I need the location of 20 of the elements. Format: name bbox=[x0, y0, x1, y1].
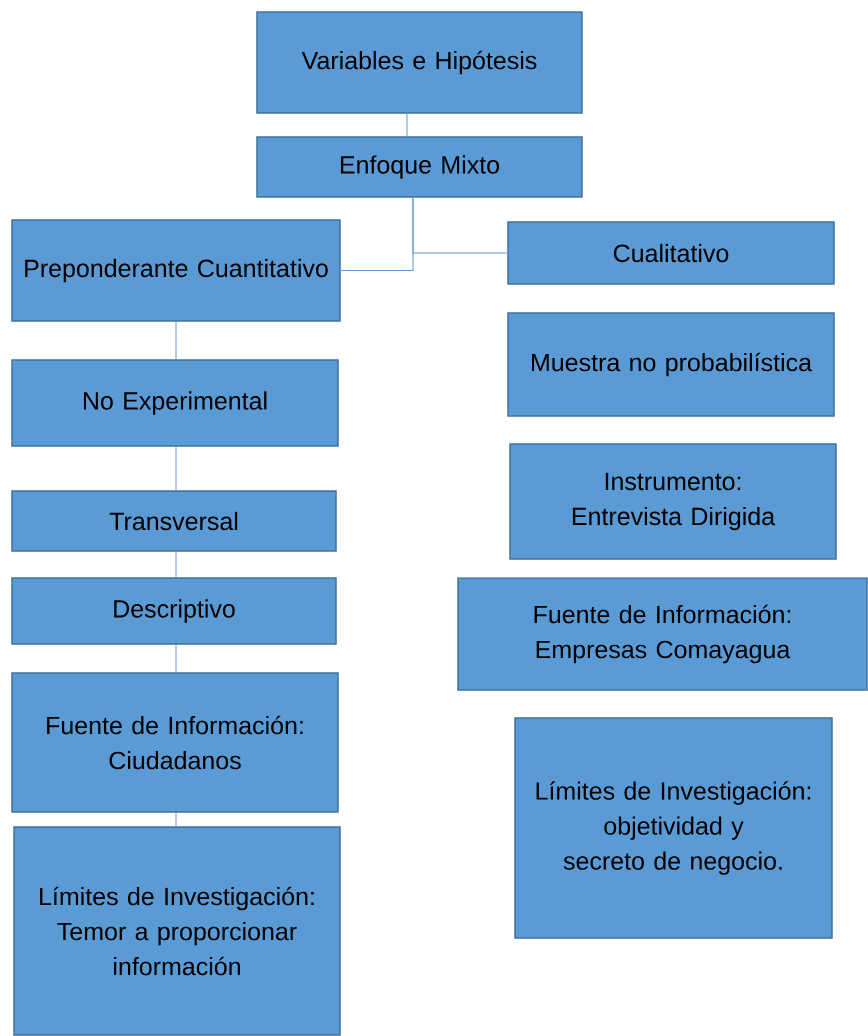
process-box: Enfoque Mixto bbox=[256, 136, 583, 198]
process-box: Instrumento: Entrevista Dirigida bbox=[509, 443, 837, 560]
connector-line bbox=[412, 197, 508, 254]
connector-line bbox=[175, 644, 177, 673]
process-box: Límites de Investigación: objetividad y secreto de negocio. bbox=[514, 717, 833, 939]
connector-line bbox=[175, 812, 177, 827]
process-box: Cualitativo bbox=[507, 221, 835, 285]
process-box: No Experimental bbox=[11, 359, 339, 447]
process-box: Fuente de Información: Empresas Comayagua bbox=[457, 577, 868, 691]
process-box: Límites de Investigación: Temor a proporcionar información bbox=[13, 826, 341, 1036]
connector-line bbox=[175, 446, 177, 491]
process-box: Transversal bbox=[11, 490, 337, 552]
connector-line bbox=[406, 113, 408, 137]
process-box: Descriptivo bbox=[11, 577, 337, 645]
connector-line bbox=[175, 551, 177, 578]
process-box: Preponderante Cuantitativo bbox=[11, 219, 341, 322]
connector-line bbox=[175, 321, 177, 360]
process-box: Fuente de Información: Ciudadanos bbox=[11, 672, 339, 813]
process-box: Muestra no probabilística bbox=[507, 312, 835, 417]
process-box: Variables e Hipótesis bbox=[256, 11, 583, 114]
